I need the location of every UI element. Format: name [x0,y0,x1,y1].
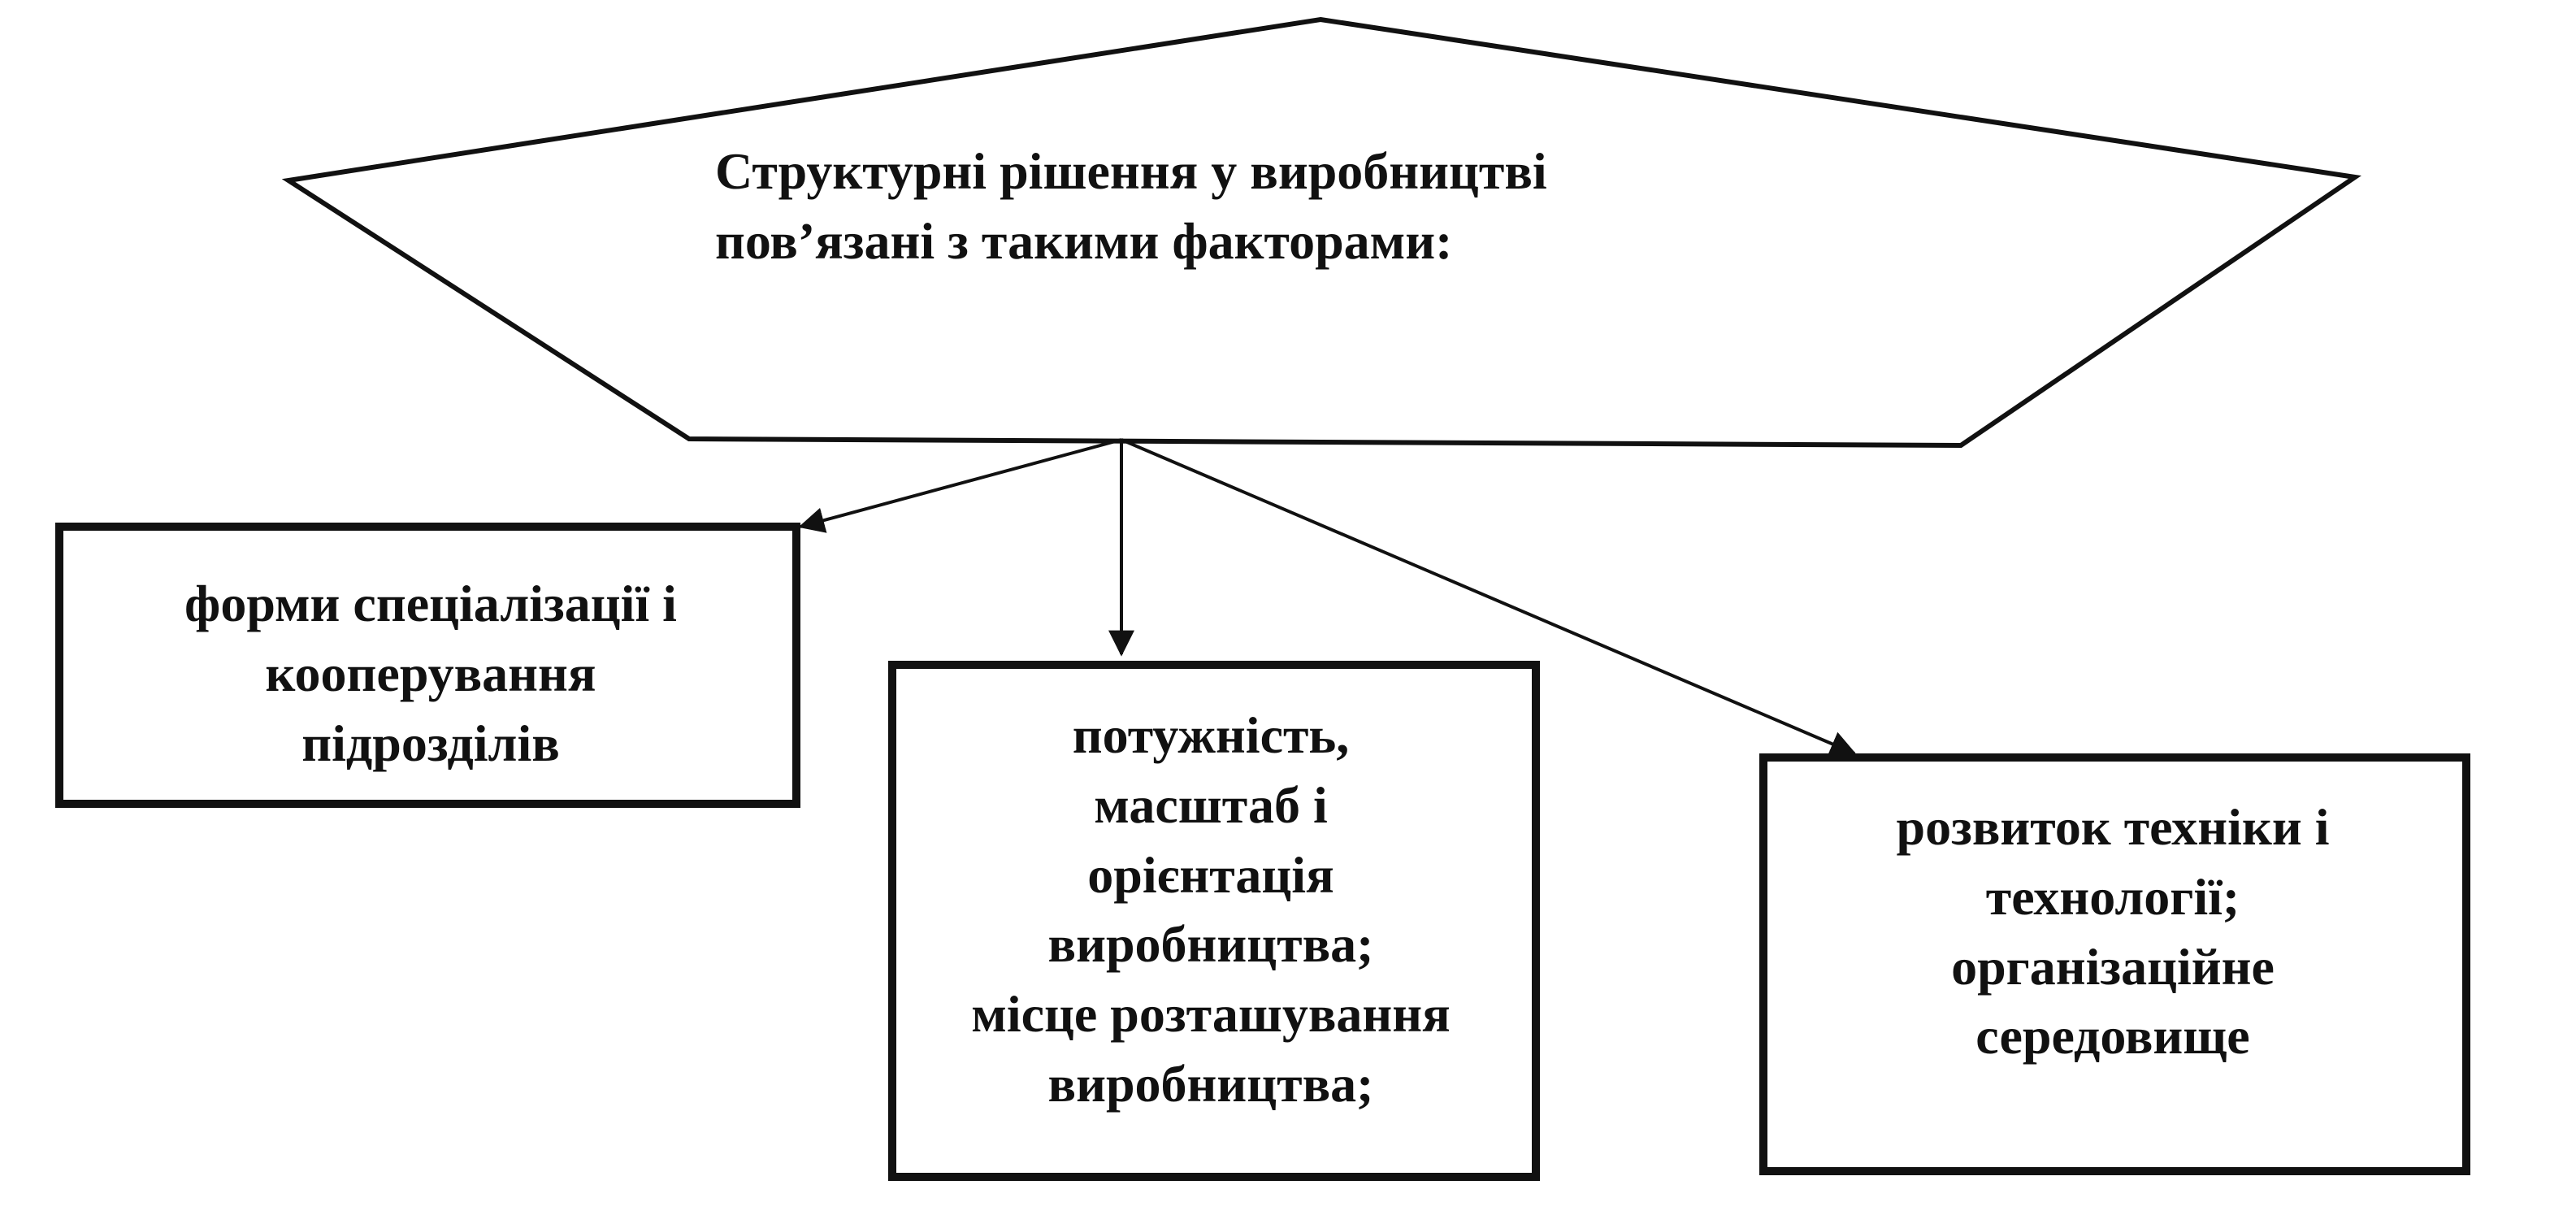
box-specialization-text: форми спеціалізації і кооперування підро… [184,575,677,772]
pentagon-title: Структурні рішення у виробництві пов’яза… [715,142,1547,270]
box-technology-text: розвиток техніки і технології; організац… [1896,798,2330,1066]
arrow-to-left-box [798,438,1122,533]
box-technology [1759,753,2470,1175]
box-capacity [888,661,1540,1181]
box-capacity-text: потужність, масштаб і орієнтація виробни… [971,706,1451,1113]
arrow-to-right-box [1121,438,1857,757]
box-specialization [55,523,800,808]
pentagon-shape [281,16,2362,449]
